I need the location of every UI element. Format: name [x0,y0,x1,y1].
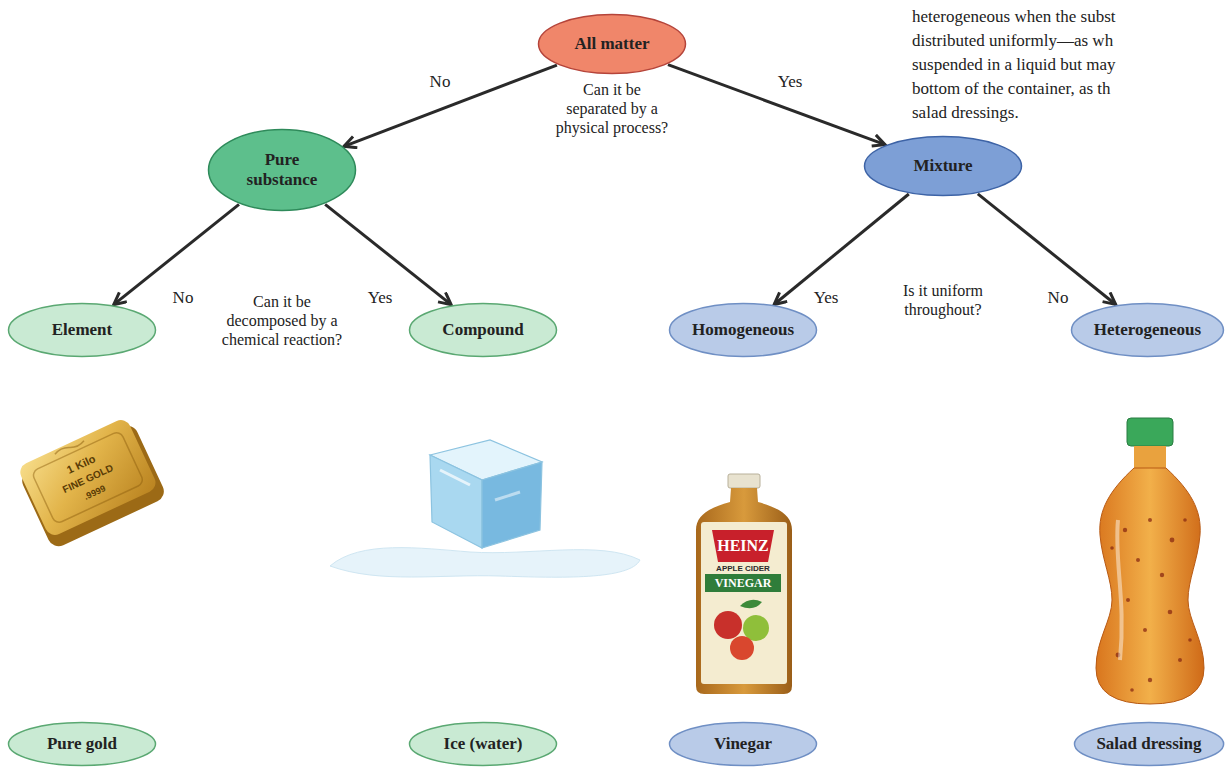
arrow-connector [344,65,557,146]
bottle-label-text: HEINZ [717,537,769,555]
node-label: All matter [574,34,649,54]
node-label: Salad dressing [1096,734,1201,754]
ellipse-node: Mixture [863,135,1023,197]
node-label: Mixture [913,156,972,176]
ellipse-node: All matter [537,13,687,75]
node-text-group: Mixture [913,156,972,176]
node-label: Pure gold [47,734,117,754]
ellipse-node: Compound [408,302,558,358]
node-text-group: Element [52,320,112,340]
ellipse-node: Ice (water) [408,721,558,767]
node-label: Vinegar [714,734,772,754]
question-text: Can it be separated by a physical proces… [552,80,672,137]
edge-answer-label: Yes [811,288,842,308]
ellipse-node: Vinegar [668,721,818,767]
edge-answer-label: No [427,72,454,92]
paragraph-line: distributed uniformly—as wh [912,30,1113,52]
question-text: Is it uniform throughout? [900,281,986,319]
arrow-connector [774,194,909,304]
ellipse-node: Homogeneous [668,302,818,358]
paragraph-line: suspended in a liquid but may [912,54,1116,76]
node-text-group: Homogeneous [692,320,794,340]
node-label: Homogeneous [692,320,794,340]
ellipse-node: Element [7,302,157,358]
node-label: Element [52,320,112,340]
edge-answer-label: No [170,288,197,308]
vinegar-bottle [696,474,792,694]
paragraph-line: salad dressings. [912,102,1019,124]
edge-answer-label: Yes [365,288,396,308]
edge-answer-label: Yes [775,72,806,92]
node-text-group: All matter [574,34,649,54]
node-label: Heterogeneous [1094,320,1201,340]
node-text-group: Vinegar [714,734,772,754]
ice-cube [330,440,640,577]
bottle-label-text: APPLE CIDER [716,564,770,573]
node-label: Pure substance [237,150,327,190]
node-text-group: Compound [442,320,523,340]
paragraph-line: heterogeneous when the subst [912,6,1115,28]
node-text-group: Pure gold [47,734,117,754]
edge-answer-label: No [1045,288,1072,308]
node-label: Ice (water) [444,734,523,754]
ellipse-node: Heterogeneous [1070,302,1225,358]
paragraph-line: bottom of the container, as th [912,78,1111,100]
gold-bar [15,415,167,550]
node-text-group: Pure substance [237,150,327,190]
salad-dressing-bottle [1096,418,1204,704]
ellipse-node: Salad dressing [1073,721,1225,767]
arrow-connector [668,65,885,145]
node-text-group: Heterogeneous [1094,320,1201,340]
bottle-label-text: VINEGAR [715,576,772,590]
node-text-group: Salad dressing [1096,734,1201,754]
ellipse-node: Pure gold [7,721,157,767]
ellipse-node: Pure substance [207,128,357,212]
question-text: Can it be decomposed by a chemical react… [219,292,345,349]
node-text-group: Ice (water) [444,734,523,754]
node-label: Compound [442,320,523,340]
